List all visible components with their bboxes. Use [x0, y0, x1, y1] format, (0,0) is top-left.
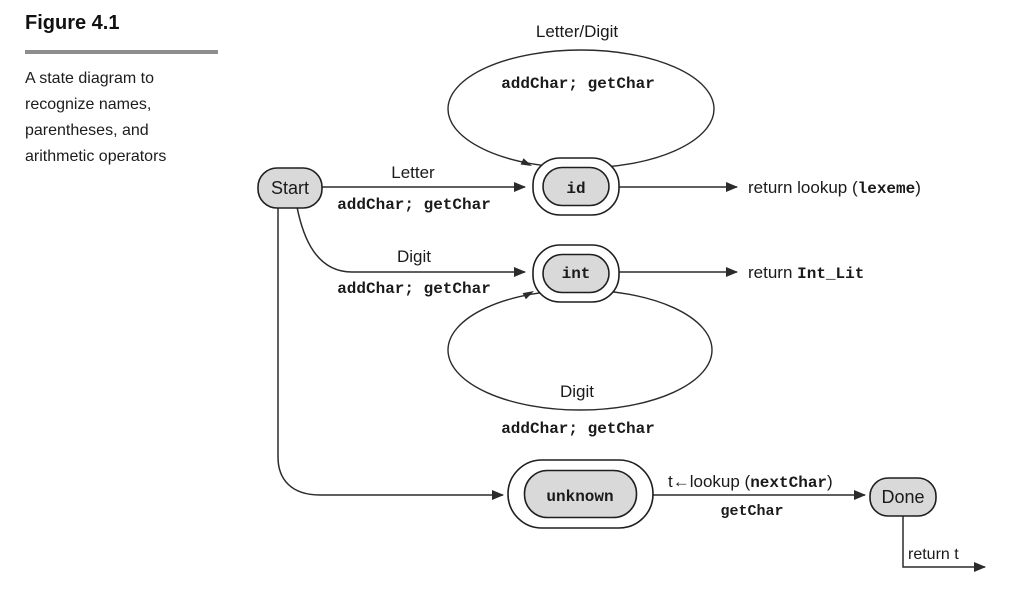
letter-action-label: addChar; getChar — [337, 196, 491, 214]
digit-action-label: addChar; getChar — [337, 280, 491, 298]
letter-condition-label: Letter — [391, 163, 435, 182]
id-loop-condition-label: Letter/Digit — [536, 22, 618, 41]
arrowhead-icon — [520, 158, 532, 166]
lookup-code: nextChar — [750, 474, 827, 492]
transition-done-return — [902, 516, 986, 572]
state-label: Start — [271, 178, 309, 198]
figure-caption: A state diagram to recognize names, pare… — [25, 70, 167, 165]
arrowhead-icon — [522, 291, 534, 300]
state-unknown: unknown — [507, 459, 654, 529]
id-return-text: return lookup ( — [748, 178, 858, 197]
state-int: int — [532, 244, 620, 303]
unknown-transition-label: t←lookup (nextChar) — [668, 472, 833, 492]
lookup-text: t←lookup ( — [668, 472, 751, 491]
transition-start-to-unknown — [277, 208, 504, 500]
id-return-label: return lookup (lexeme) — [748, 178, 921, 198]
state-id: id — [532, 157, 620, 216]
divider-rule — [25, 50, 218, 54]
state-start: Start — [257, 167, 323, 209]
digit-condition-label: Digit — [397, 247, 431, 266]
state-label: unknown — [546, 488, 613, 506]
figure-sidebar: Figure 4.1 A state diagram to recognize … — [25, 12, 225, 170]
id-return-code: lexeme — [858, 180, 916, 198]
state-done: Done — [869, 477, 937, 517]
int-return-text: return — [748, 263, 797, 282]
transition-start-to-int — [296, 206, 526, 277]
id-return-close: ) — [915, 178, 921, 197]
state-label: int — [562, 265, 591, 283]
int-return-code: Int_Lit — [797, 265, 864, 283]
unknown-action-label: getChar — [720, 503, 783, 520]
id-loop-action-label: addChar; getChar — [501, 75, 655, 93]
int-return-label: return Int_Lit — [748, 263, 864, 283]
figure-label: Figure 4.1 — [25, 12, 120, 34]
state-shape — [523, 469, 638, 519]
int-loop-action-label: addChar; getChar — [501, 420, 655, 438]
state-shape — [542, 166, 610, 207]
state-label: Done — [881, 487, 924, 507]
state-label: id — [566, 180, 585, 198]
lookup-close: ) — [827, 472, 833, 491]
id-self-loop — [447, 49, 715, 169]
state-shape — [869, 477, 937, 517]
int-loop-condition-label: Digit — [560, 382, 594, 401]
state-shape — [542, 253, 610, 294]
done-return-label: return t — [908, 546, 959, 563]
state-shape — [257, 167, 323, 209]
